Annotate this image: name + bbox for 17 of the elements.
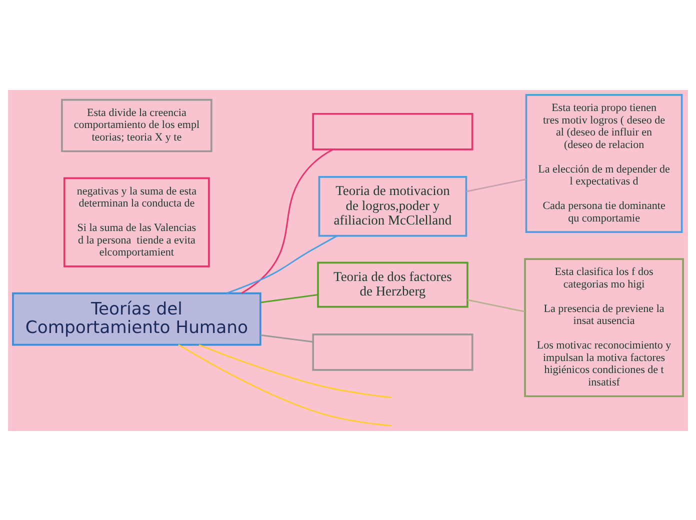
node-box: Esta divide la creencia comportamiento de los empl teorias; teoria X y te bbox=[61, 98, 212, 152]
node-box bbox=[312, 112, 474, 150]
connector bbox=[226, 234, 338, 294]
connector bbox=[260, 334, 314, 342]
connector bbox=[466, 178, 526, 192]
node-box: Teorías del Comportamiento Humano bbox=[12, 292, 262, 346]
node-box: Teoria de dos factores de Herzberg bbox=[317, 261, 468, 308]
connector bbox=[178, 344, 392, 426]
node-box bbox=[312, 332, 474, 370]
connector bbox=[260, 294, 318, 303]
node-box: Esta teoria propo tienen tres motiv logros ( deseo de al (deseo de influir en (deseo de relacion La elección de m depender de l expectativas d Cada persona tie dominante qu comportamie bbox=[525, 93, 683, 233]
connector bbox=[241, 148, 334, 294]
node-box: negativas y la suma de esta determinan la conducta de Si la suma de las Valencias d la persona tiende a evita elcomportamient bbox=[63, 176, 210, 267]
connector bbox=[467, 298, 526, 312]
connector bbox=[198, 344, 392, 398]
node-box: Esta clasifica los f dos categorias mo higi La presencia de previene la insat ausencia Los motivac reconocimiento y impulsan la motiva factores higiénicos condiciones de t insatisf bbox=[524, 258, 684, 397]
node-box: Teoria de motivacion de logros,poder y afiliacion McClelland bbox=[318, 176, 468, 236]
